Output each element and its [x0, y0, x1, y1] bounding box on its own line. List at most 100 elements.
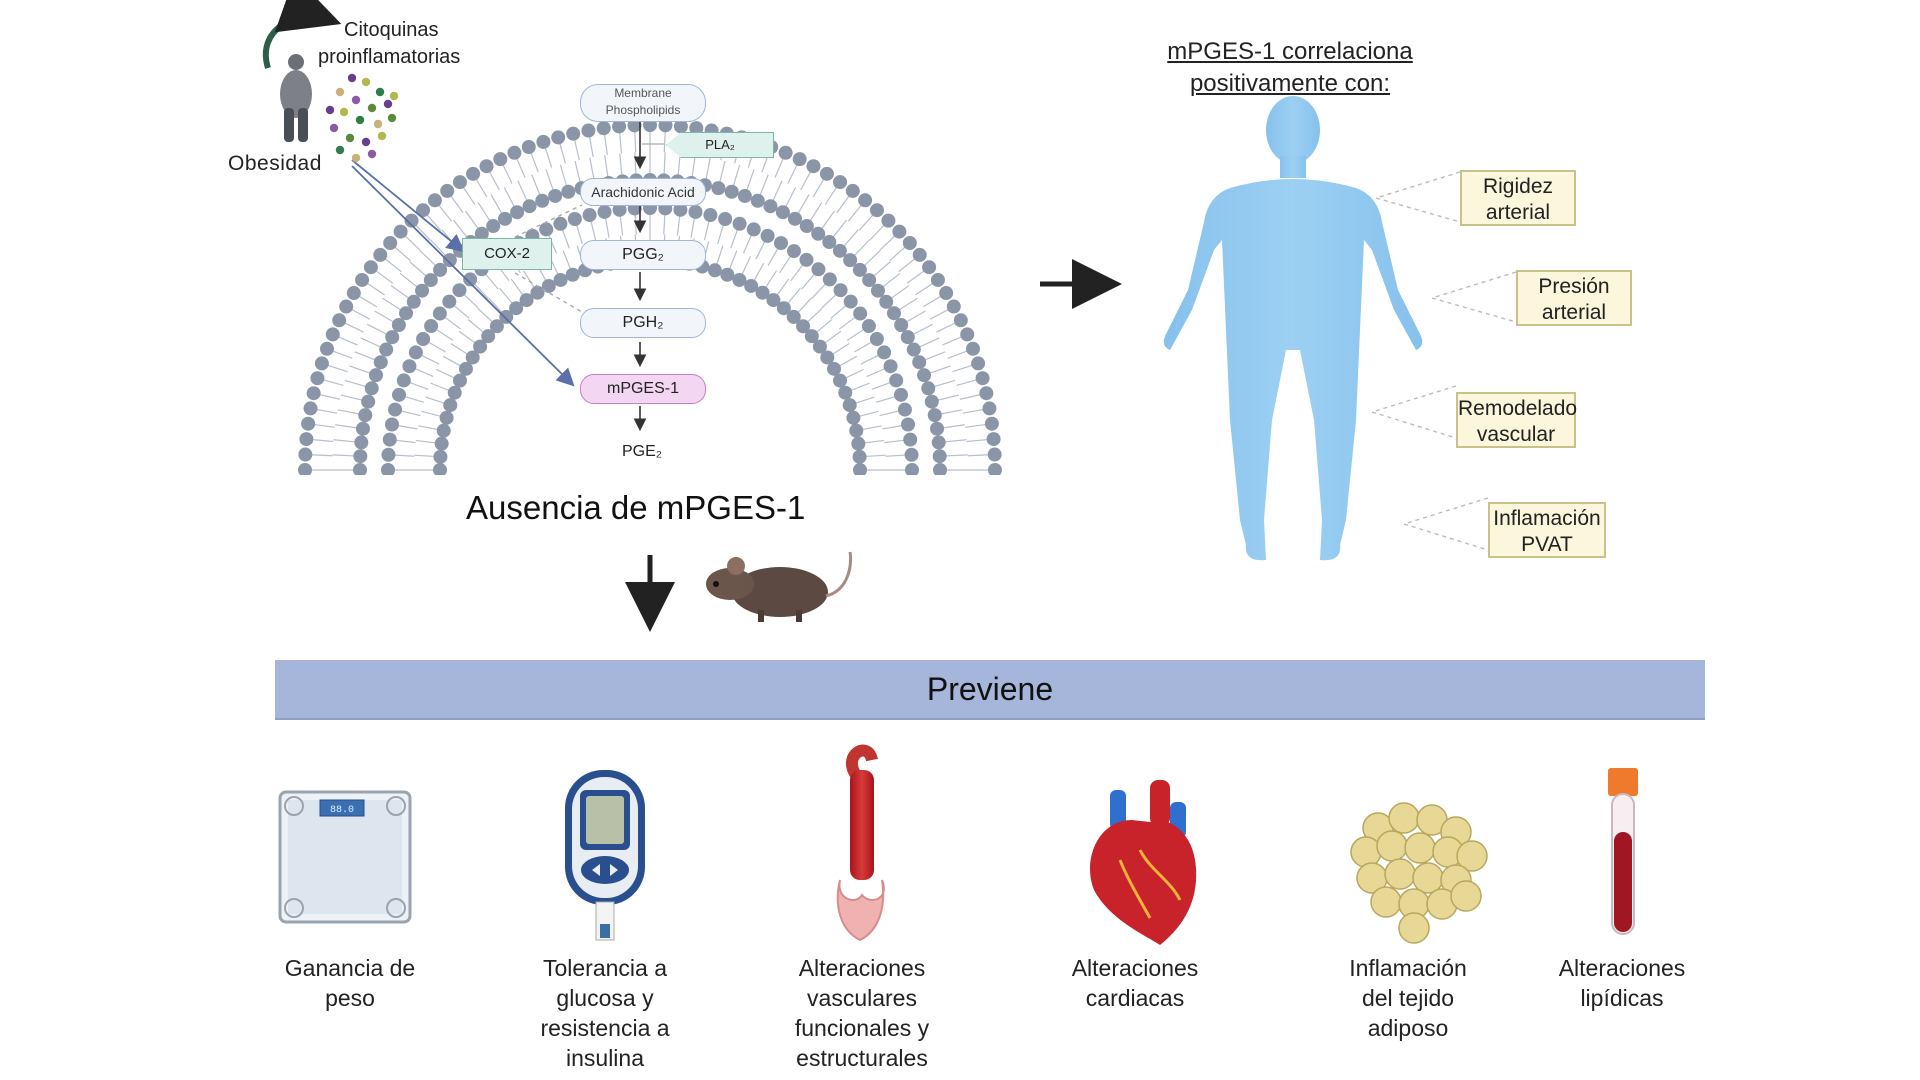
- lipid-head: [718, 212, 733, 227]
- heart-icon: [1090, 780, 1197, 945]
- correlation-title-line1: mPGES-1 correlaciona: [1167, 38, 1413, 65]
- lipid-head: [358, 408, 373, 423]
- correlation-box-remodeling: Remodelado vascular: [1456, 392, 1578, 448]
- cytokine-dot: [387, 113, 397, 123]
- pgg2-pill: PGG₂: [580, 240, 706, 270]
- adipocyte-cell: [1456, 840, 1488, 872]
- lipid-head: [299, 432, 314, 447]
- membrane-line1: Membrane: [614, 86, 672, 100]
- lipid-head: [853, 306, 868, 321]
- lipid-head: [737, 188, 752, 203]
- caption-line: adiposo: [1367, 1015, 1449, 1041]
- lipid-head: [746, 222, 761, 237]
- lipid-head: [861, 319, 876, 334]
- lipid-head: [551, 130, 566, 145]
- lipid-head: [539, 222, 554, 237]
- lipid-head: [786, 309, 801, 324]
- adipocyte-cell: [1412, 862, 1444, 894]
- correlation-box-pvat: Inflamación PVAT: [1488, 502, 1606, 558]
- body-connectors: [1369, 171, 1517, 551]
- box-line1: Presión: [1538, 275, 1610, 298]
- lipid-head: [822, 272, 837, 287]
- lipid-head: [946, 299, 961, 314]
- lipid-head: [862, 273, 877, 288]
- lipid-head: [498, 211, 512, 226]
- cytokine-dot: [361, 137, 371, 147]
- lipid-head: [792, 152, 807, 167]
- cytokine-dot: [355, 115, 365, 125]
- lipid-head: [776, 301, 791, 316]
- caption-line: Inflamación: [1349, 955, 1467, 981]
- lipid-head: [373, 355, 388, 370]
- cytokine-dot: [351, 95, 361, 105]
- lipid-head: [788, 211, 802, 226]
- lipid-head: [408, 345, 423, 360]
- lipid-head: [298, 447, 313, 462]
- lipid-head: [933, 463, 947, 475]
- lipid-head: [849, 423, 864, 438]
- adipocyte-cell: [1450, 880, 1482, 912]
- lipid-head: [894, 318, 909, 332]
- lipid-head: [799, 252, 814, 267]
- absence-title: Ausencia de mPGES-1: [466, 489, 806, 526]
- lipid-head: [310, 371, 325, 386]
- lipid-head: [406, 294, 421, 309]
- lipid-head: [416, 203, 431, 218]
- lipid-head: [510, 205, 525, 220]
- obese-person-icon: [280, 54, 312, 142]
- box-line1: Remodelado: [1458, 397, 1578, 420]
- lipid-head: [838, 385, 853, 400]
- lipid-head: [442, 253, 457, 268]
- lipid-head: [384, 417, 399, 432]
- lipid-head: [596, 121, 611, 136]
- lipid-head: [361, 394, 376, 409]
- membrane-phospholipids-pill: Membrane Phospholipids: [580, 84, 706, 122]
- glucometer-icon: [565, 770, 645, 941]
- lipid-head: [775, 205, 790, 220]
- lipid-head: [522, 199, 537, 214]
- lipid-head: [971, 356, 986, 371]
- lipid-head: [298, 463, 312, 475]
- lipid-head: [368, 368, 383, 383]
- lipid-head: [842, 398, 857, 413]
- lipid-head: [346, 286, 361, 301]
- cytokine-dot: [329, 123, 339, 133]
- lipid-head: [673, 202, 688, 217]
- lipid-head: [852, 449, 867, 464]
- lipid-head: [440, 183, 455, 198]
- box-line2: arterial: [1541, 301, 1607, 324]
- lipid-head: [893, 387, 908, 402]
- lipid-head: [833, 373, 848, 388]
- cytokine-dot: [351, 153, 361, 163]
- lipid-head: [561, 184, 576, 199]
- lipid-head: [332, 313, 347, 328]
- lipid-head: [939, 286, 954, 301]
- lipid-head: [493, 152, 508, 167]
- lipid-head: [427, 193, 442, 208]
- lipid-head: [853, 463, 867, 475]
- caption-line: glucosa y: [556, 985, 654, 1011]
- lipid-head: [481, 329, 496, 344]
- lipid-head: [566, 126, 581, 141]
- lipid-head: [402, 359, 417, 374]
- cytokine-dot: [373, 119, 383, 129]
- lipid-head: [917, 368, 932, 383]
- lipid-head: [479, 159, 494, 174]
- lipid-head: [567, 212, 582, 227]
- lipid-head: [553, 272, 568, 287]
- cytokines-line1: Citoquinas: [344, 19, 439, 41]
- lipid-head: [383, 236, 398, 251]
- lipid-head: [845, 183, 860, 198]
- lipid-head: [707, 263, 722, 278]
- lipid-head: [901, 417, 916, 432]
- caption-adipose: Inflamación del tejido adiposo: [1308, 953, 1508, 1043]
- adipocyte-cell: [1384, 858, 1416, 890]
- caption-line: cardiacas: [1085, 985, 1185, 1011]
- lipid-head: [982, 401, 997, 416]
- lipid-head: [832, 243, 847, 258]
- mouse-icon: [706, 551, 853, 622]
- lipid-head: [433, 463, 447, 475]
- cytokine-dot: [383, 99, 393, 109]
- lipid-head: [373, 247, 388, 262]
